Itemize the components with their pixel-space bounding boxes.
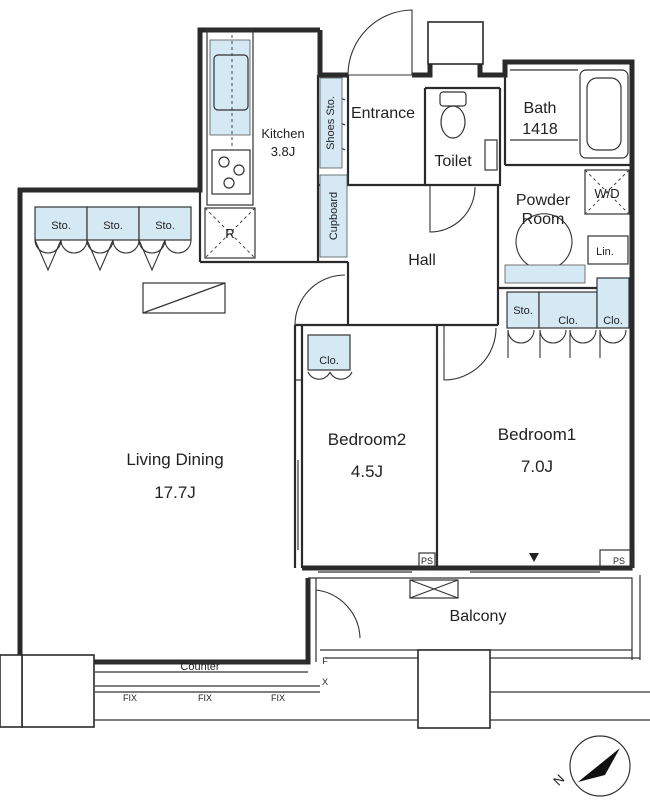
outdoor-unit-icon <box>409 579 459 599</box>
refrigerator-label: R <box>225 226 234 241</box>
compass-needle-icon <box>578 748 620 782</box>
cupboard-label: Cupboard <box>328 192 340 240</box>
sink-icon <box>213 54 249 111</box>
kitchen-label: Kitchen <box>261 126 304 141</box>
living-size: 17.7J <box>154 483 196 502</box>
interior-walls <box>95 75 641 693</box>
kitchen-fixtures <box>204 29 348 259</box>
entrance-label: Entrance <box>351 105 415 122</box>
kitchen-size: 3.8J <box>271 144 296 159</box>
mark-f: F <box>322 656 328 666</box>
toilet-label: Toilet <box>434 153 472 170</box>
mark-x: X <box>322 677 328 687</box>
fix-label-2: FIX <box>198 693 212 703</box>
bath-label: Bath <box>524 100 557 117</box>
doors <box>34 9 627 640</box>
bathtub-icon <box>586 77 622 151</box>
pipe-space-label-2: PS <box>613 556 625 566</box>
closet-label-2: Clo. <box>603 315 623 327</box>
powder-room-label-1: Powder <box>516 192 571 209</box>
storage-label-1: Sto. <box>51 220 71 232</box>
living-label: Living Dining <box>126 450 223 469</box>
closet-label-bedroom2: Clo. <box>319 355 339 367</box>
shoes-storage-label: Shoes Sto. <box>325 96 337 150</box>
fix-label-1: FIX <box>123 693 137 703</box>
room-labels: Living Dining 17.7J Kitchen 3.8J Bedroom… <box>126 100 619 625</box>
window-marker-icon <box>529 553 539 562</box>
columns <box>0 21 650 729</box>
pipe-space-label-1: PS <box>421 556 433 566</box>
bedroom1-size: 7.0J <box>521 457 553 476</box>
storage-fixtures <box>34 206 633 599</box>
powder-room-label-2: Room <box>522 211 565 228</box>
ac-unit-icon <box>142 282 226 314</box>
stove-icon <box>211 149 251 195</box>
fix-label-3: FIX <box>271 693 285 703</box>
bedroom2-size: 4.5J <box>351 462 383 481</box>
closet-label-1: Clo. <box>558 315 578 327</box>
fixture-labels: Shoes Sto. Cupboard R Sto. Sto. Sto. Sto… <box>51 96 625 703</box>
storage-label-3: Sto. <box>155 220 175 232</box>
compass: N <box>550 735 631 797</box>
balcony-label: Balcony <box>450 608 507 625</box>
counter-label: Counter <box>180 661 219 673</box>
toilet-icon <box>439 91 467 107</box>
bedroom1-label: Bedroom1 <box>498 425 576 444</box>
linen-label: Lin. <box>596 246 614 258</box>
wd-label: W/D <box>594 186 619 201</box>
storage-label-2: Sto. <box>103 220 123 232</box>
bath-fixtures <box>439 69 630 284</box>
bedroom2-label: Bedroom2 <box>328 430 406 449</box>
hall-label: Hall <box>408 252 436 269</box>
storage-label-bedroom1: Sto. <box>513 305 533 317</box>
compass-north: N <box>550 771 567 788</box>
bath-size: 1418 <box>522 121 558 138</box>
